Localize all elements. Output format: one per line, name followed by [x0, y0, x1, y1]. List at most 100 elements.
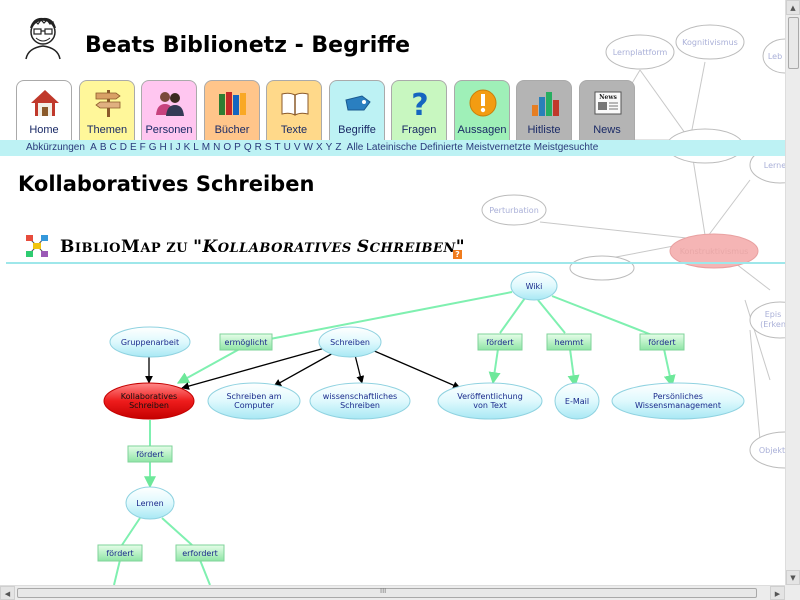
node-wissenschaftliches-schreiben[interactable] [309, 382, 411, 420]
signpost-icon [95, 90, 121, 117]
letter-link-g[interactable]: G [148, 142, 157, 153]
letter-link-u[interactable]: U [283, 142, 291, 153]
horizontal-scrollbar[interactable]: ◀ III ▶ [0, 585, 785, 600]
bg-node-konstruktivismus[interactable]: Konstruktivismus [680, 247, 749, 256]
tab-begriffe[interactable]: Begriffe [329, 80, 385, 140]
help-icon[interactable]: ? [453, 250, 462, 259]
tab-news[interactable]: News News [579, 80, 635, 140]
letter-link-i[interactable]: I [169, 142, 173, 153]
letter-link-f[interactable]: F [139, 142, 146, 153]
letter-link-l[interactable]: L [193, 142, 199, 153]
letter-link-v[interactable]: V [293, 142, 301, 153]
vertical-scrollbar[interactable]: ▲ ▼ [785, 0, 800, 585]
tab-fragen[interactable]: ? Fragen [391, 80, 447, 140]
letter-link-j[interactable]: J [175, 142, 181, 153]
node-wiki-label: Wiki [526, 282, 543, 291]
abbreviations-link[interactable]: Abkürzungen [26, 142, 85, 153]
node-email[interactable] [554, 382, 600, 420]
filter-link-meistgesuchte[interactable]: Meistgesuchte [533, 142, 599, 153]
letter-link-c[interactable]: C [109, 142, 117, 153]
letter-link-p[interactable]: P [234, 142, 241, 153]
node-veroeff-label-2: von Text [473, 401, 506, 410]
node-kollab-label-1: Kollaboratives [121, 392, 177, 401]
tab-texte[interactable]: Texte [266, 80, 322, 140]
node-pwm-label-1: Persönliches [653, 392, 703, 401]
rel-hemmt[interactable] [546, 333, 592, 351]
node-veroeffentlichung[interactable] [437, 382, 543, 420]
filter-link-definierte[interactable]: Definierte [419, 142, 463, 153]
question-icon: ? [411, 88, 428, 119]
letter-link-q[interactable]: Q [243, 142, 252, 153]
scroll-right-arrow[interactable]: ▶ [770, 586, 785, 600]
node-wiss-label-2: Schreiben [340, 401, 380, 410]
bg-node-lerne[interactable]: Lerne [764, 161, 785, 170]
letter-link-h[interactable]: H [159, 142, 167, 153]
node-persoenliches-wm[interactable] [611, 382, 745, 420]
node-computer-label-2: Computer [234, 401, 274, 410]
page-title: Kollaboratives Schreiben [18, 172, 315, 196]
tab-buecher-label: Bücher [214, 124, 250, 136]
letter-link-y[interactable]: Y [325, 142, 333, 153]
node-gruppenarbeit-label: Gruppenarbeit [121, 338, 179, 347]
filter-link-lateinische[interactable]: Lateinische [366, 142, 417, 153]
filter-link-alle[interactable]: Alle [346, 142, 364, 153]
node-kollab-label-2: Schreiben [129, 401, 169, 410]
svg-text:News: News [599, 94, 617, 101]
node-gruppenarbeit[interactable] [109, 326, 191, 358]
letter-link-t[interactable]: T [274, 142, 281, 153]
scroll-down-arrow[interactable]: ▼ [786, 570, 800, 585]
node-schreiben-am-computer[interactable] [207, 382, 301, 420]
rel-foerdert-veroeff[interactable] [477, 333, 523, 351]
tab-texte-label: Texte [280, 124, 308, 136]
bg-node-kognitivismus[interactable]: Kognitivismus [682, 38, 738, 47]
letter-link-e[interactable]: E [129, 142, 137, 153]
scroll-up-arrow[interactable]: ▲ [786, 0, 800, 15]
rel-foerdert-lernen-label: fördert [136, 450, 163, 459]
node-kollaboratives-schreiben[interactable] [103, 382, 195, 420]
bg-node-leb[interactable]: Leb [768, 52, 782, 61]
bg-node-lernplattform[interactable]: Lernplattform [613, 48, 668, 57]
tab-home-label: Home [29, 124, 59, 136]
letter-link-d[interactable]: D [119, 142, 127, 153]
rel-ermoeglicht[interactable] [219, 333, 273, 351]
node-wiki[interactable] [510, 271, 558, 301]
tab-home[interactable]: Home [16, 80, 72, 140]
concept-map: Wiki Gruppenarbeit Schreiben Kollaborati… [97, 271, 745, 585]
bibliomap-prefix-b: B [60, 237, 75, 257]
rel-foerdert-lernen[interactable] [127, 445, 173, 463]
letter-link-x[interactable]: X [315, 142, 323, 153]
rel-foerdert-bottom[interactable] [97, 544, 143, 562]
vertical-scroll-thumb[interactable] [788, 17, 799, 69]
letter-link-b[interactable]: B [99, 142, 107, 153]
letter-link-k[interactable]: K [183, 142, 191, 153]
node-schreiben[interactable] [318, 326, 382, 358]
horizontal-scroll-thumb[interactable] [17, 588, 757, 598]
tab-buecher[interactable]: Bücher [204, 80, 260, 140]
letter-link-s[interactable]: S [264, 142, 272, 153]
bg-node-perturbation[interactable]: Perturbation [489, 206, 539, 215]
books-icon [219, 92, 246, 115]
site-title[interactable]: Beats Biblionetz - Begriffe [85, 33, 410, 58]
node-lernen[interactable] [125, 486, 175, 520]
bar-chart-icon [532, 92, 559, 116]
letter-link-m[interactable]: M [201, 142, 211, 153]
site-logo[interactable] [20, 14, 66, 60]
letter-link-r[interactable]: R [254, 142, 262, 153]
letter-link-z[interactable]: Z [335, 142, 342, 153]
letter-link-n[interactable]: N [213, 142, 221, 153]
rel-erfordert[interactable] [175, 544, 225, 562]
tab-themen[interactable]: Themen [79, 80, 135, 140]
tab-aussagen-label: Aussagen [457, 124, 507, 136]
filter-link-meistvernetzte[interactable]: Meistvernetzte [465, 142, 531, 153]
tab-aussagen[interactable]: Aussagen [454, 80, 510, 140]
house-icon [31, 90, 59, 116]
letter-link-o[interactable]: O [223, 142, 232, 153]
open-book-icon [281, 92, 309, 116]
scroll-left-arrow[interactable]: ◀ [0, 586, 15, 600]
tab-personen[interactable]: Personen [141, 80, 197, 140]
rel-foerdert-pwm[interactable] [639, 333, 685, 351]
letter-link-a[interactable]: A [90, 142, 97, 153]
letter-link-w[interactable]: W [303, 142, 313, 153]
bibliomap-topic-s: S [356, 237, 370, 257]
tab-hitliste[interactable]: Hitliste [516, 80, 572, 140]
